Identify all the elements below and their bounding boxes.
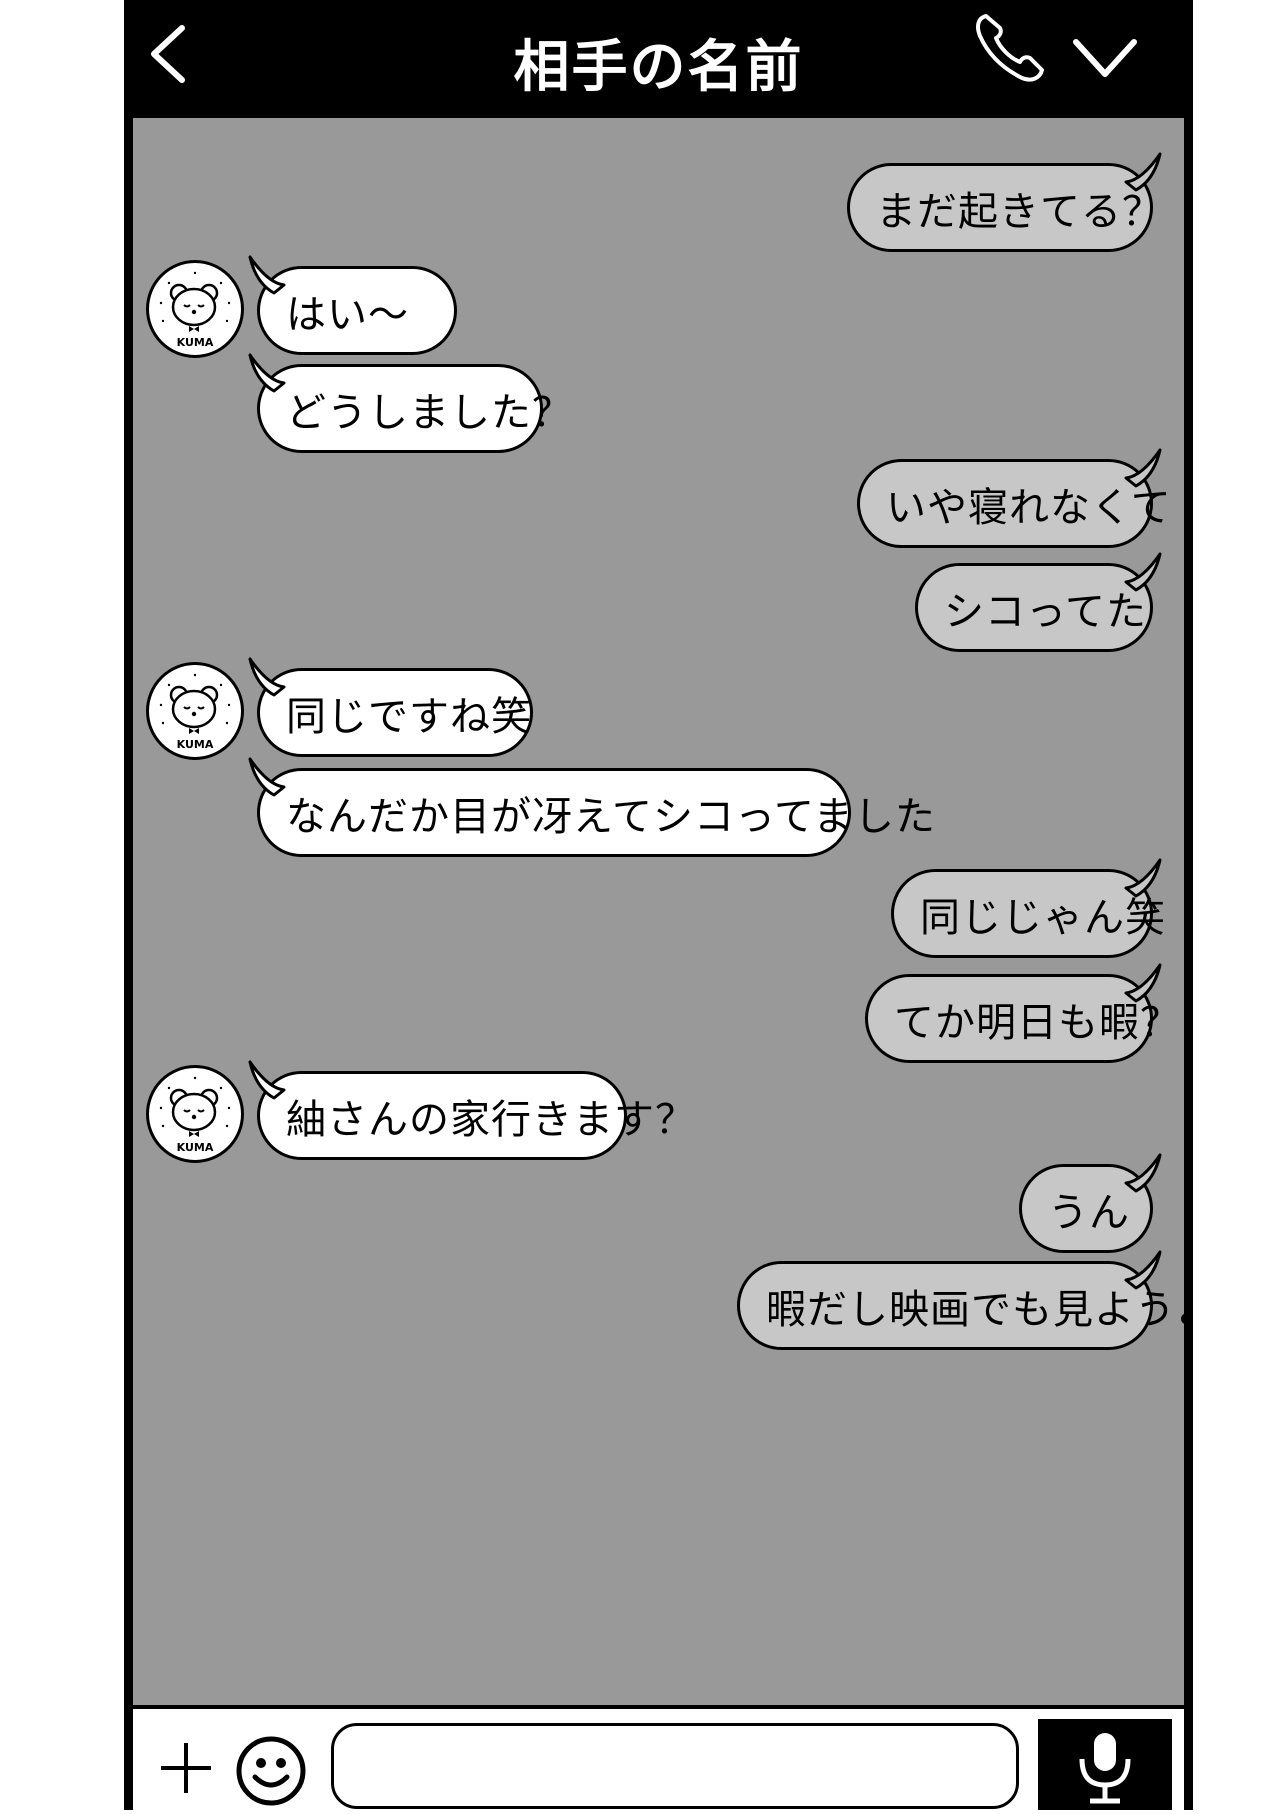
avatar[interactable]: KUMA — [146, 1065, 244, 1163]
received-message-bubble[interactable]: 同じですね笑 — [248, 657, 533, 757]
message-text: なんだか目が冴えてシコってました — [286, 793, 936, 840]
mic-button[interactable] — [1038, 1719, 1172, 1810]
message-text: いや寝れなくて — [886, 484, 1172, 531]
sent-message-bubble[interactable]: いや寝れなくて — [857, 448, 1171, 548]
message-text: 暇だし映画でも見ようよ — [766, 1286, 1184, 1333]
bubble-tail — [246, 1060, 286, 1100]
sent-message-bubble[interactable]: てか明日も暇？ — [865, 963, 1180, 1063]
back-icon[interactable] — [144, 24, 192, 84]
phone-frame: 相手の名前 まだ起きてる？ はい〜 KUMA どうしました？ いや寝れなくてシコってた同… — [124, 0, 1193, 1810]
message-text: 同じですね笑 — [286, 693, 532, 740]
received-message-bubble[interactable]: なんだか目が冴えてシコってました — [248, 757, 935, 857]
message-input[interactable] — [331, 1723, 1019, 1809]
message-text: てか明日も暇？ — [894, 999, 1181, 1046]
avatar[interactable]: KUMA — [146, 260, 244, 358]
bubble-tail — [1124, 448, 1164, 488]
bubble-tail — [1124, 858, 1164, 898]
chat-title: 相手の名前 — [513, 35, 804, 100]
sent-message-bubble[interactable]: 同じじゃん笑 — [891, 858, 1165, 958]
mic-icon — [1079, 1733, 1131, 1804]
sent-message-bubble[interactable]: まだ起きてる？ — [847, 152, 1162, 252]
received-message-bubble[interactable]: 紬さんの家行きます？ — [248, 1060, 695, 1160]
input-bar — [133, 1709, 1184, 1810]
bubble-tail — [1124, 963, 1164, 1003]
received-message-row: 同じですね笑 KUMA — [133, 657, 1184, 763]
message-text: まだ起きてる？ — [876, 188, 1163, 235]
bubble-tail — [246, 657, 286, 697]
bubble-tail — [246, 757, 286, 797]
received-message-bubble[interactable]: どうしました？ — [248, 353, 572, 453]
smile-icon[interactable] — [235, 1735, 307, 1811]
message-text: はい〜 — [286, 291, 409, 338]
bubble-tail — [246, 353, 286, 393]
chevron-down-icon[interactable] — [1072, 36, 1138, 80]
bubble-tail — [1124, 1153, 1164, 1193]
received-message-row: なんだか目が冴えてシコってました — [133, 757, 1184, 863]
avatar-label: KUMA — [177, 738, 214, 751]
message-text: 紬さんの家行きます？ — [286, 1096, 696, 1143]
sent-message-bubble[interactable]: 暇だし映画でも見ようよ — [737, 1250, 1184, 1350]
bear-icon: KUMA — [159, 1076, 231, 1154]
bubble-tail — [1124, 1250, 1164, 1290]
received-message-row: どうしました？ — [133, 353, 1184, 459]
sent-message-row: 同じじゃん笑 — [133, 858, 1184, 964]
sent-message-row: 暇だし映画でも見ようよ — [133, 1250, 1184, 1356]
bubble-tail — [246, 255, 286, 295]
chat-header: 相手の名前 — [124, 0, 1193, 118]
avatar[interactable]: KUMA — [146, 662, 244, 760]
sent-message-row: いや寝れなくて — [133, 448, 1184, 554]
chat-area: まだ起きてる？ はい〜 KUMA どうしました？ いや寝れなくてシコってた同じですね笑 K… — [133, 118, 1184, 1705]
message-text: シコってた — [944, 588, 1147, 635]
message-text: 同じじゃん笑 — [920, 894, 1166, 941]
sent-message-row: シコってた — [133, 552, 1184, 658]
received-message-bubble[interactable]: はい〜 — [248, 255, 457, 355]
sent-message-bubble[interactable]: うん — [1019, 1153, 1162, 1253]
sent-message-row: まだ起きてる？ — [133, 152, 1184, 258]
sent-message-row: てか明日も暇？ — [133, 963, 1184, 1069]
message-text: うん — [1048, 1189, 1130, 1236]
bear-icon: KUMA — [159, 673, 231, 751]
sent-message-bubble[interactable]: シコってた — [915, 552, 1162, 652]
received-message-row: 紬さんの家行きます？ KUMA — [133, 1060, 1184, 1166]
bubble-tail — [1124, 152, 1164, 192]
bear-icon: KUMA — [159, 271, 231, 349]
avatar-label: KUMA — [177, 1141, 214, 1154]
message-text: どうしました？ — [286, 389, 573, 436]
sent-message-row: うん — [133, 1153, 1184, 1259]
phone-icon[interactable] — [972, 10, 1048, 86]
avatar-label: KUMA — [177, 336, 214, 349]
received-message-row: はい〜 KUMA — [133, 255, 1184, 361]
plus-icon[interactable] — [159, 1741, 213, 1799]
bubble-tail — [1124, 552, 1164, 592]
